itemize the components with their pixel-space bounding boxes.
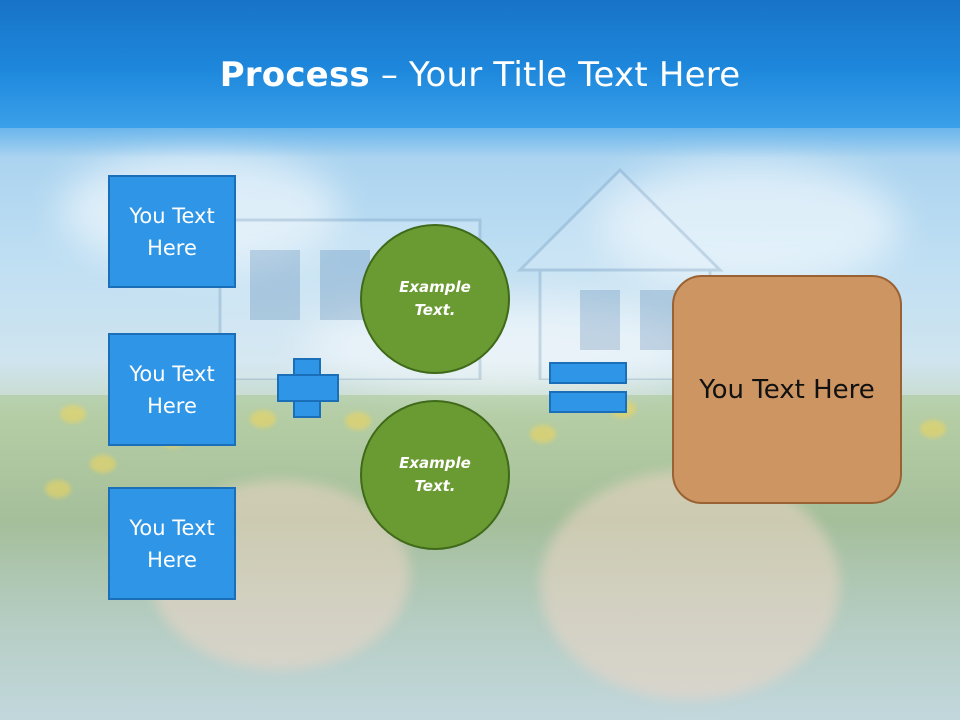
input-box-2[interactable]: You Text Here — [108, 333, 236, 446]
equals-icon-top-bar — [549, 362, 627, 384]
slide-title-rest: – Your Title Text Here — [369, 55, 741, 95]
input-box-3[interactable]: You Text Here — [108, 487, 236, 600]
background-flower — [90, 455, 116, 473]
slide-title-bold: Process — [219, 55, 370, 95]
equals-icon-bottom-bar — [549, 391, 627, 413]
circle-label: Example Text. — [399, 454, 471, 495]
input-box-label: You Text Here — [129, 203, 215, 260]
plus-icon-center — [295, 376, 319, 400]
circle-label: Example Text. — [399, 278, 471, 319]
background-flower — [530, 425, 556, 443]
title-band — [0, 0, 960, 128]
background-person — [540, 470, 840, 700]
input-box-label: You Text Here — [129, 361, 215, 418]
background-flower — [45, 480, 71, 498]
input-box-1[interactable]: You Text Here — [108, 175, 236, 288]
result-box[interactable]: You Text Here — [672, 275, 902, 504]
input-box-label: You Text Here — [129, 515, 215, 572]
background-flower — [250, 410, 276, 428]
result-box-label: You Text Here — [699, 374, 875, 405]
slide-title[interactable]: Process – Your Title Text Here — [0, 52, 960, 98]
background-cloud — [600, 160, 900, 290]
background-flower — [60, 405, 86, 423]
background-flower — [920, 420, 946, 438]
title-band-fade — [0, 128, 960, 158]
example-circle-1[interactable]: Example Text. — [360, 224, 510, 374]
background-flower — [345, 412, 371, 430]
example-circle-2[interactable]: Example Text. — [360, 400, 510, 550]
